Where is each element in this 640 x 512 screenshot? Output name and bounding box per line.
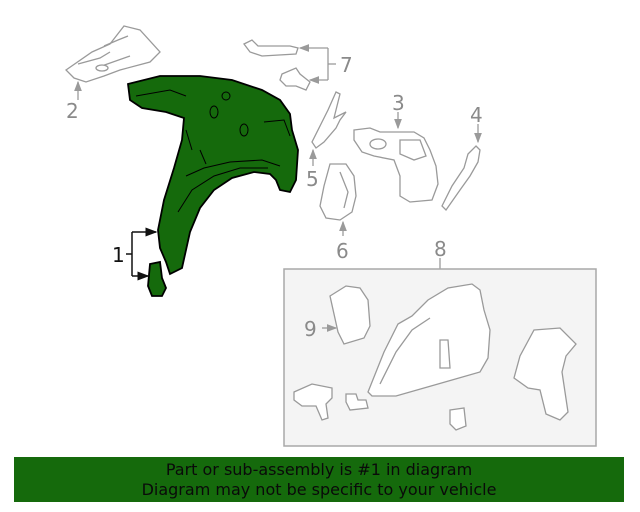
part-4-trim-bracket[interactable] <box>441 145 481 212</box>
callout-5: 5 <box>306 167 319 191</box>
banner-line-disclaimer: Diagram may not be specific to your vehi… <box>141 480 497 499</box>
part-2-floor-extension[interactable] <box>64 25 161 83</box>
callout-1: 1 <box>112 243 125 267</box>
callout-7: 7 <box>340 53 353 77</box>
leader-7 <box>298 44 336 84</box>
callout-4: 4 <box>470 103 483 127</box>
callout-9: 9 <box>304 317 317 341</box>
callout-2: 2 <box>66 99 79 123</box>
leader-1 <box>126 227 158 281</box>
part-7-brackets[interactable] <box>243 39 311 91</box>
part-1-quarter-inner-panel[interactable] <box>127 75 299 297</box>
info-banner: Part or sub-assembly is #1 in diagram Di… <box>14 457 624 502</box>
banner-line-part: Part or sub-assembly is #1 in diagram <box>165 460 473 479</box>
callout-6: 6 <box>336 239 349 263</box>
callout-8: 8 <box>434 237 447 261</box>
part-3-wheelhouse-panel[interactable] <box>353 127 439 203</box>
callout-3: 3 <box>392 91 405 115</box>
part-5-pillar-reinforcement[interactable] <box>311 91 347 149</box>
part-8-components[interactable] <box>293 283 577 431</box>
part-6-pillar-panel[interactable] <box>319 163 357 221</box>
